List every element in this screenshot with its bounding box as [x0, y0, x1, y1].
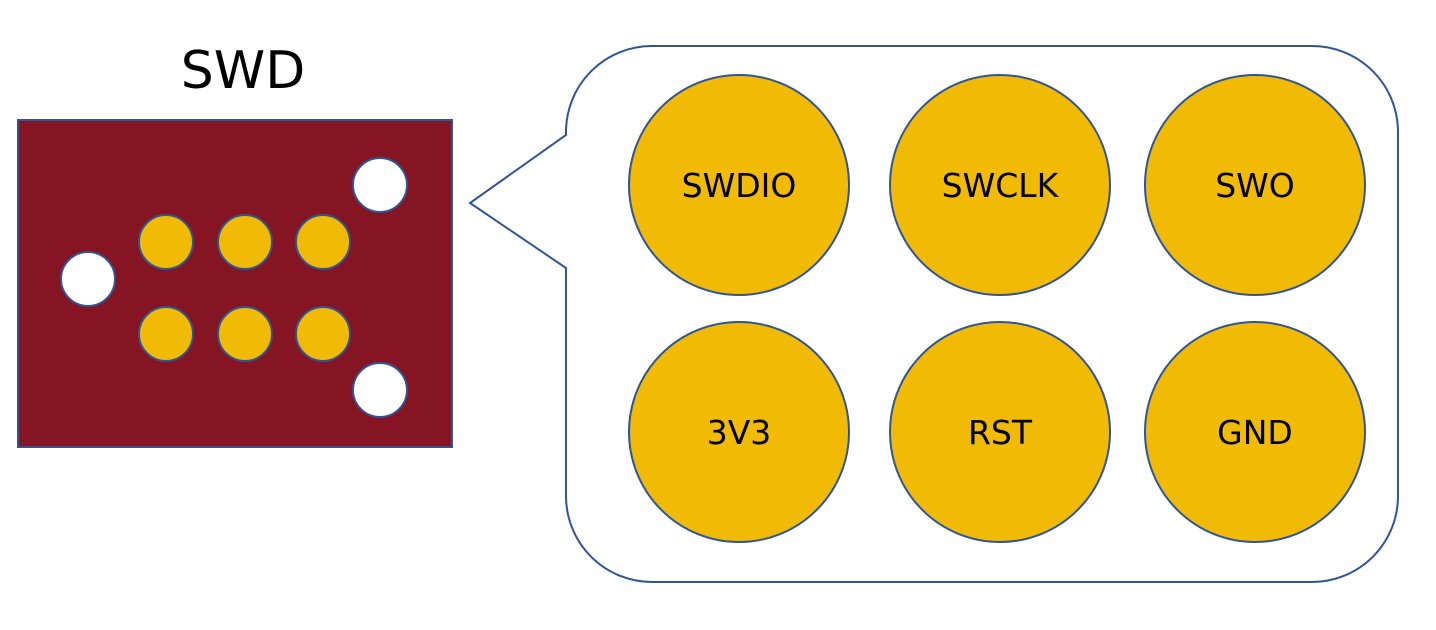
- board-pad: [217, 306, 273, 362]
- pin-label-swdio: SWDIO: [682, 166, 797, 205]
- board-pad: [217, 214, 273, 270]
- pin-pad-3v3: [628, 321, 850, 543]
- diagram-title: SWD: [181, 41, 305, 101]
- mounting-hole-top-right: [352, 157, 408, 213]
- pin-label-gnd: GND: [1217, 413, 1293, 452]
- pin-pad-swclk: [889, 74, 1111, 296]
- pin-pad-swdio: [628, 74, 850, 296]
- pin-pad-rst: [889, 321, 1111, 543]
- mounting-hole-left: [60, 251, 116, 307]
- pin-label-swo: SWO: [1215, 166, 1295, 205]
- pin-label-swclk: SWCLK: [942, 166, 1060, 205]
- board-pad: [295, 214, 351, 270]
- board-pad: [295, 306, 351, 362]
- pin-label-rst: RST: [968, 413, 1033, 452]
- pin-swo: SWO: [1144, 74, 1366, 296]
- pin-pad-swo: [1144, 74, 1366, 296]
- pin-swdio: SWDIO: [628, 74, 850, 296]
- mounting-hole-bottom-right: [352, 362, 408, 418]
- pin-pad-gnd: [1144, 321, 1366, 543]
- pin-3v3: 3V3: [628, 321, 850, 543]
- board-pad: [138, 306, 194, 362]
- pin-gnd: GND: [1144, 321, 1366, 543]
- board-pad: [138, 214, 194, 270]
- pin-rst: RST: [889, 321, 1111, 543]
- pin-label-3v3: 3V3: [707, 413, 772, 452]
- pin-swclk: SWCLK: [889, 74, 1111, 296]
- board-pads: [138, 214, 351, 362]
